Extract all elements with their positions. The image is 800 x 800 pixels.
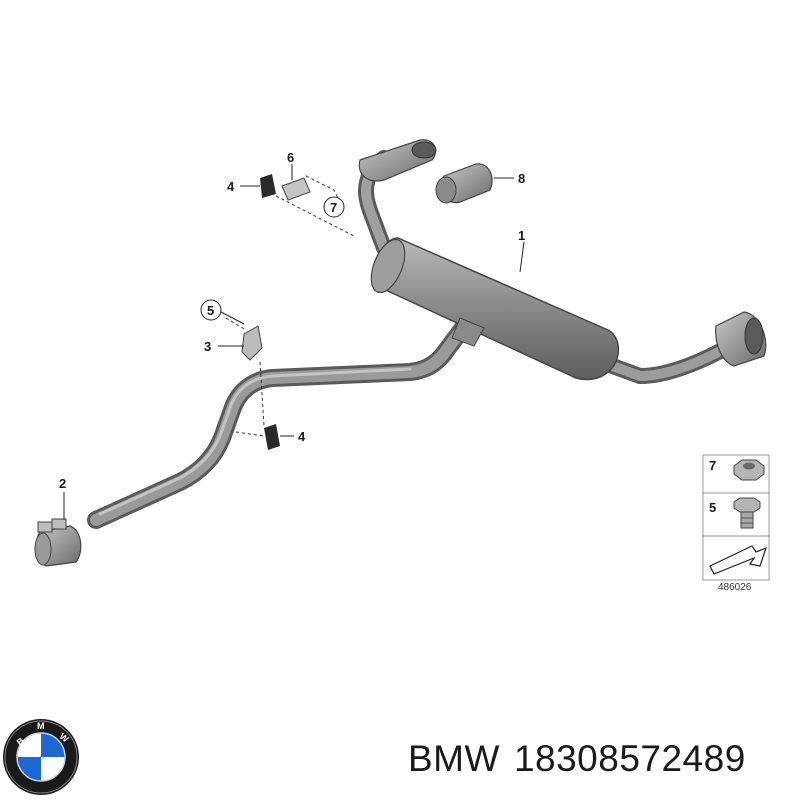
svg-text:1: 1 bbox=[518, 228, 525, 243]
rear-muffler bbox=[370, 237, 620, 381]
callout-7: 7 bbox=[323, 196, 345, 218]
exhaust-tip-left bbox=[358, 139, 437, 182]
svg-text:4: 4 bbox=[227, 179, 235, 194]
rubber-mount-lower bbox=[264, 424, 280, 450]
callout-1: 1 bbox=[518, 228, 525, 273]
svg-text:M: M bbox=[37, 721, 45, 731]
exhaust-pipe bbox=[87, 315, 475, 529]
callout-2: 2 bbox=[59, 476, 66, 520]
svg-text:8: 8 bbox=[518, 171, 525, 186]
fastener-legend: 7 5 486026 bbox=[702, 454, 770, 593]
svg-text:B: B bbox=[15, 735, 27, 747]
part-caption: BMW 18308572489 bbox=[408, 738, 746, 780]
callout-6: 6 bbox=[287, 150, 294, 180]
legend-arrow-icon bbox=[709, 545, 767, 575]
pipe-clamp bbox=[34, 518, 82, 567]
diagram-id: 486026 bbox=[718, 582, 752, 593]
svg-text:6: 6 bbox=[287, 150, 294, 165]
svg-text:5: 5 bbox=[207, 303, 214, 318]
rubber-mount-upper bbox=[260, 174, 276, 198]
svg-text:7: 7 bbox=[330, 200, 337, 215]
svg-text:2: 2 bbox=[59, 476, 66, 491]
brand-label: BMW bbox=[408, 738, 500, 779]
rear-bracket bbox=[281, 177, 311, 201]
front-bracket bbox=[241, 325, 263, 361]
callout-8: 8 bbox=[494, 171, 525, 186]
svg-text:5: 5 bbox=[709, 500, 716, 515]
legend-nut: 7 bbox=[709, 458, 765, 481]
tail-pipe-right bbox=[588, 340, 734, 385]
part-number: 18308572489 bbox=[513, 738, 746, 779]
exhaust-tip-right bbox=[715, 311, 767, 367]
bmw-logo: B M W bbox=[3, 719, 79, 795]
callout-4-upper: 4 bbox=[227, 179, 260, 194]
svg-text:7: 7 bbox=[709, 458, 716, 473]
legend-bolt: 5 bbox=[709, 497, 761, 529]
callout-4-lower: 4 bbox=[280, 429, 306, 444]
callout-5: 5 bbox=[200, 299, 245, 325]
svg-text:4: 4 bbox=[298, 429, 306, 444]
tailpipe-trim bbox=[435, 163, 493, 204]
callout-3: 3 bbox=[204, 339, 244, 354]
svg-text:3: 3 bbox=[204, 339, 211, 354]
